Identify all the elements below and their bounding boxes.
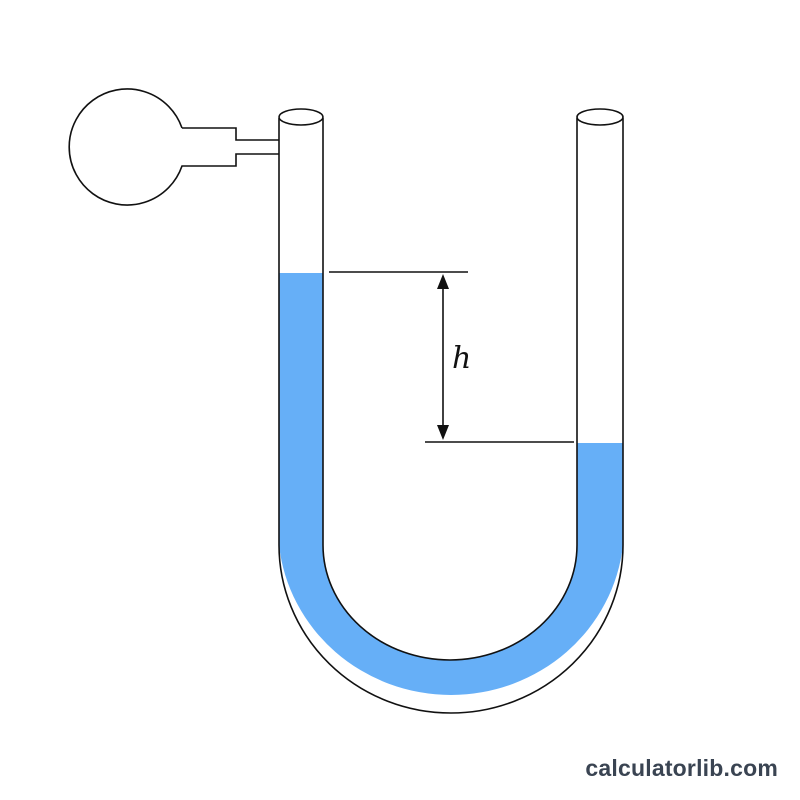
height-arrow-head-up	[437, 274, 449, 289]
height-dimension: h	[329, 271, 574, 443]
bulb-outline	[68, 88, 279, 206]
u-tube-inner-wall	[322, 118, 578, 661]
height-label: h	[452, 341, 471, 376]
right-tube-opening	[576, 108, 624, 126]
gas-bulb	[68, 88, 279, 206]
height-arrow-head-down	[437, 425, 449, 440]
manometer-liquid	[279, 273, 623, 695]
u-tube	[278, 108, 624, 714]
left-tube-opening	[278, 108, 324, 126]
u-tube-outer-wall	[278, 118, 624, 714]
watermark-text: calculatorlib.com	[585, 755, 778, 781]
